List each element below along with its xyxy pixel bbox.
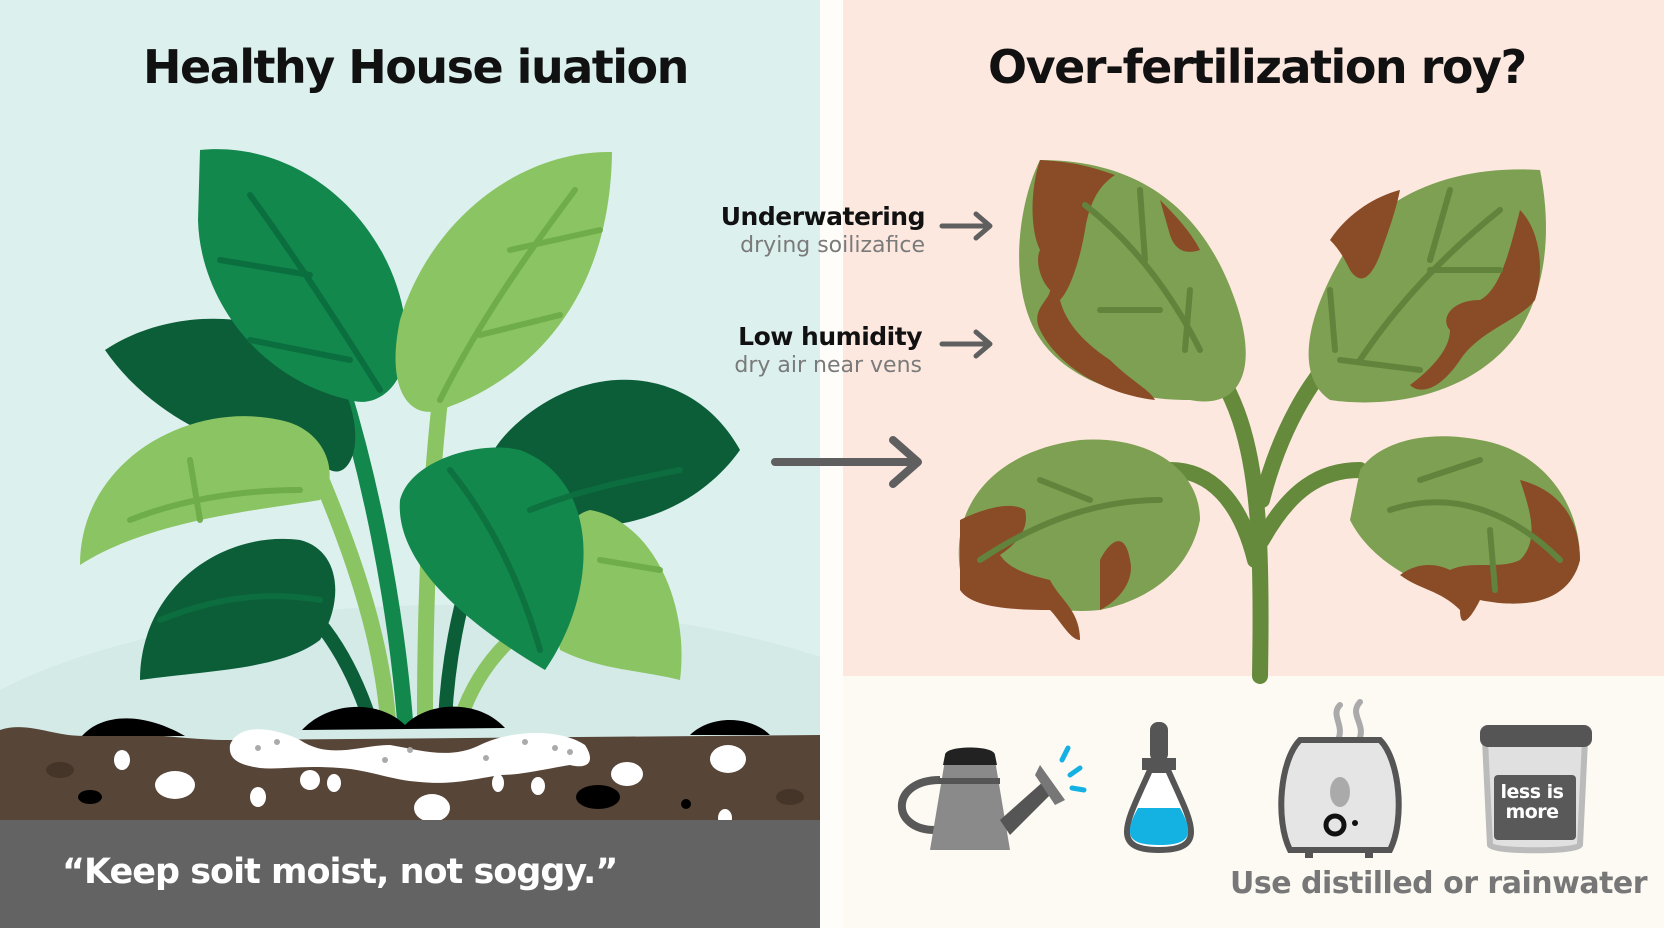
salt-crust <box>229 729 590 783</box>
soil-clump <box>690 720 770 735</box>
healthy-panel-title: Healthy House iuation <box>143 40 689 94</box>
jar-label-line: more <box>1505 801 1559 823</box>
burn-patch <box>1400 480 1580 621</box>
cause-label-low-humidity: Low humidity dry air near vens <box>734 322 922 378</box>
cause-title: Low humidity <box>738 322 922 351</box>
care-tip-quote: “Keep soit moist, not soggy.” <box>62 852 618 892</box>
cause-title: Underwatering <box>720 202 926 231</box>
leaf <box>554 510 682 680</box>
jar-label-line: less is <box>1500 781 1564 803</box>
damaged-leaf <box>958 439 1200 611</box>
cause-description: drying soilizafice <box>740 233 925 258</box>
burn-patch <box>1032 160 1155 400</box>
unhealthy-panel-title: Over-fertilization roy? <box>988 40 1527 94</box>
burn-patch <box>960 505 1080 640</box>
arrow-right-icon <box>939 211 993 241</box>
healthy-plant-illustration <box>0 149 820 827</box>
arrow-right-icon <box>939 329 993 359</box>
humidifier-icon <box>1278 699 1402 858</box>
jar-label: less is more <box>1490 782 1574 822</box>
cause-label-underwatering: Underwatering drying soilizafice <box>720 202 926 258</box>
burn-patch <box>1330 190 1400 279</box>
cause-description: dry air near vens <box>734 353 922 378</box>
leaf <box>399 447 584 670</box>
arrow-right-icon <box>771 436 922 488</box>
leaf <box>80 416 330 565</box>
remedy-caption: Use distilled or rainwater <box>1230 866 1648 901</box>
fertilizer-jar-icon <box>1480 725 1592 854</box>
soil-clump <box>82 718 185 736</box>
leaf <box>140 538 336 680</box>
soil-clump <box>302 706 505 730</box>
dropper-bottle-icon <box>1124 722 1194 854</box>
caption-band <box>0 820 820 928</box>
watering-can-icon <box>897 745 1087 850</box>
